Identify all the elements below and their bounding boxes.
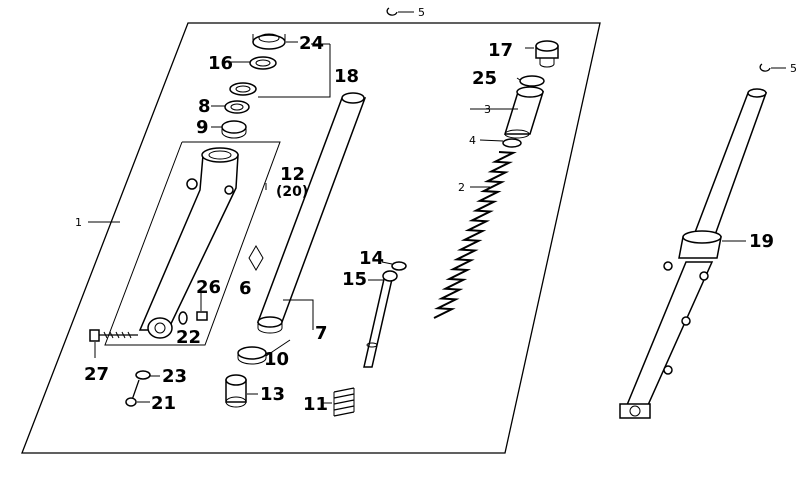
leader-14 bbox=[381, 261, 393, 265]
washer-23 bbox=[135, 370, 151, 380]
label-6: 6 bbox=[239, 278, 252, 299]
assembly-frame bbox=[21, 22, 601, 454]
label-26: 26 bbox=[196, 277, 221, 298]
spring-seat-4 bbox=[502, 138, 522, 148]
label-18: 18 bbox=[334, 66, 359, 87]
rebound-spring-11 bbox=[333, 387, 355, 417]
bottom-case-12 bbox=[138, 147, 239, 339]
label-15: 15 bbox=[342, 269, 367, 290]
spring-coil bbox=[433, 151, 517, 319]
label-5-right: 5 bbox=[790, 62, 797, 75]
label-13: 13 bbox=[260, 384, 285, 405]
leader-25 bbox=[516, 77, 521, 81]
label-9: 9 bbox=[196, 117, 209, 138]
o-ring-25 bbox=[519, 75, 545, 87]
piston-rod-15 bbox=[363, 270, 398, 368]
label-25: 25 bbox=[472, 68, 497, 89]
bushing-10 bbox=[237, 346, 267, 365]
ring-14 bbox=[391, 261, 407, 271]
label-27: 27 bbox=[84, 364, 109, 385]
leader-18 bbox=[258, 44, 331, 98]
label-17: 17 bbox=[488, 40, 513, 61]
circlip-5-right bbox=[759, 63, 786, 72]
label-1: 1 bbox=[75, 216, 82, 229]
label-5-top: 5 bbox=[418, 6, 425, 19]
bolt-26 bbox=[196, 293, 208, 321]
label-22: 22 bbox=[176, 327, 201, 348]
spacer-3 bbox=[503, 86, 545, 139]
cap-bolt-17 bbox=[535, 40, 559, 68]
label-3: 3 bbox=[484, 103, 491, 116]
circlip-5-top bbox=[386, 7, 414, 16]
label-21: 21 bbox=[151, 393, 176, 414]
label-8: 8 bbox=[198, 96, 211, 117]
washer-18 bbox=[229, 82, 257, 96]
bolt-27 bbox=[89, 329, 138, 358]
label-20: (20) bbox=[276, 184, 308, 200]
label-23: 23 bbox=[162, 366, 187, 387]
oil-seal-24 bbox=[252, 33, 298, 50]
label-12: 12 bbox=[280, 164, 305, 185]
screw-21 bbox=[125, 379, 140, 407]
leader-4 bbox=[479, 139, 504, 142]
label-11: 11 bbox=[303, 394, 328, 415]
seal-16 bbox=[249, 56, 277, 70]
bottom-case-frame bbox=[104, 141, 281, 346]
bushing-9 bbox=[221, 120, 247, 139]
fork-spring-2 bbox=[433, 151, 517, 319]
assembly-arrow-6 bbox=[248, 245, 264, 271]
label-24: 24 bbox=[299, 33, 324, 54]
fork-assembly-19 bbox=[619, 88, 768, 419]
label-14: 14 bbox=[359, 248, 384, 269]
label-16: 16 bbox=[208, 53, 233, 74]
label-10: 10 bbox=[264, 349, 289, 370]
label-19: 19 bbox=[749, 231, 774, 252]
collar-13 bbox=[225, 374, 247, 408]
leader-7 bbox=[283, 299, 314, 330]
fork-pipe-7 bbox=[256, 92, 367, 334]
washer-8 bbox=[224, 100, 250, 114]
leader-10 bbox=[265, 339, 291, 357]
washer-22 bbox=[178, 311, 188, 325]
label-4: 4 bbox=[469, 134, 476, 147]
label-7: 7 bbox=[315, 323, 328, 344]
label-2: 2 bbox=[458, 181, 465, 194]
